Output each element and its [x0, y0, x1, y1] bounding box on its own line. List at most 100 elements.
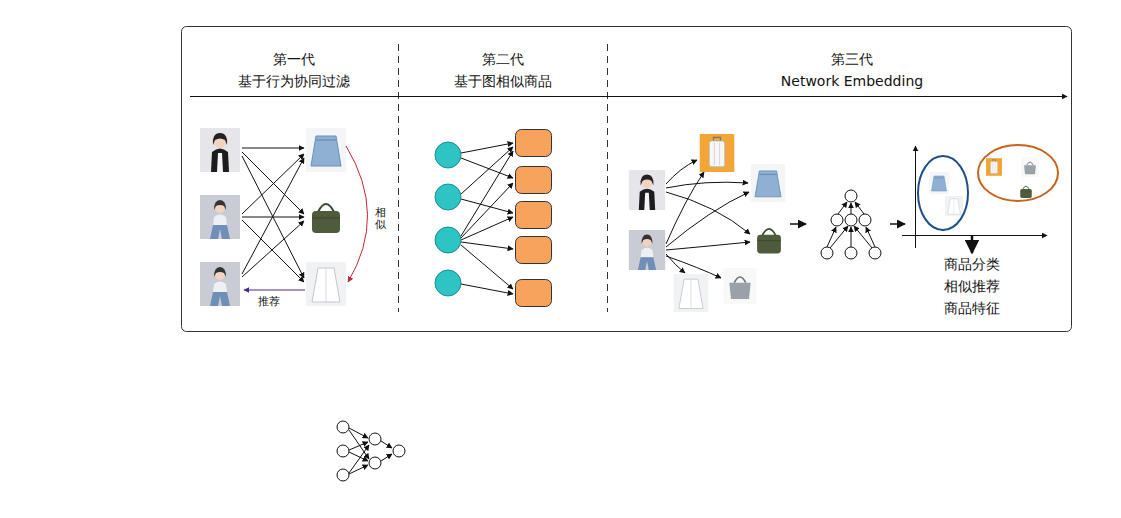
network-icon [838, 202, 847, 214]
product-photo [674, 274, 709, 312]
network-icon [381, 454, 392, 461]
network-icon [851, 227, 852, 247]
user-circle [435, 142, 461, 296]
embedding-arrow [666, 192, 750, 234]
cluster-photo [1021, 157, 1039, 177]
product-photo [724, 268, 757, 304]
network-icon [830, 226, 848, 248]
embedding-arrow [666, 182, 748, 188]
graph-edge [461, 245, 513, 289]
user-circle [435, 227, 461, 253]
network-icon [381, 441, 392, 448]
network-icon [845, 190, 857, 202]
output-label: 商品特征 [944, 300, 1000, 318]
network-icon [349, 428, 368, 438]
user-photo [200, 128, 240, 172]
plot-axis [902, 146, 1047, 253]
item-box [516, 237, 552, 264]
network-icon [827, 227, 836, 247]
product-photo [306, 262, 346, 306]
generation-title: 第一代 [190, 49, 397, 69]
user-photo [200, 128, 240, 306]
cluster-ellipse [978, 145, 1058, 201]
network-icon [821, 247, 833, 259]
similar-label: 相似 [375, 207, 386, 231]
network-icon [349, 465, 368, 474]
network-icon [337, 421, 405, 481]
behavior-arrow [242, 148, 304, 282]
cluster-ellipse [918, 156, 968, 230]
user-circle [435, 270, 461, 296]
generation-title: 第二代 [400, 49, 605, 69]
product-photo [752, 220, 786, 257]
graph-edge [461, 284, 513, 294]
network-icon [845, 247, 857, 259]
network-icon [831, 214, 843, 226]
timeline-arrow [190, 96, 1067, 97]
embedding-arrow [666, 160, 697, 184]
user-circle [435, 184, 461, 210]
behavior-arrow [242, 220, 304, 282]
embedding-arrow [666, 192, 749, 247]
outer-panel [182, 27, 1072, 332]
embedding-arrow [666, 172, 704, 244]
network-icon [369, 457, 381, 469]
embedding-arrow [666, 242, 750, 250]
graph-edge [461, 217, 513, 240]
output-label: 相似推荐 [944, 278, 1000, 296]
similar-arrow [346, 146, 368, 282]
behavior-arrow [242, 221, 304, 277]
generation-band: 第一代基于行为协同过滤 [190, 49, 397, 93]
cluster-photo [945, 196, 963, 216]
network-icon [349, 442, 368, 450]
behavior-arrow [242, 158, 304, 274]
plot-axis [915, 146, 916, 248]
user-photo [200, 195, 240, 239]
behavior-arrow [242, 154, 304, 214]
cluster-photo [929, 172, 949, 194]
network-icon [869, 247, 881, 259]
network-icon [845, 214, 857, 226]
user-photo [200, 262, 240, 306]
item-box [516, 167, 552, 194]
network-icon [337, 421, 349, 433]
product-photo [306, 194, 346, 238]
network-icon [349, 445, 369, 473]
network-icon [866, 227, 875, 247]
cluster-photo [1018, 182, 1034, 200]
output-label: 商品分类 [944, 256, 1000, 274]
item-box [516, 202, 552, 229]
network-icon [859, 214, 871, 226]
network-icon [337, 421, 405, 481]
method-subtitle: Network Embedding [640, 71, 1064, 91]
network-icon [821, 190, 881, 259]
method-subtitle: 基于行为协同过滤 [190, 71, 397, 91]
user-photo [629, 170, 665, 210]
product-photo [306, 128, 346, 172]
graph-edge [461, 151, 513, 236]
product-photo [751, 164, 786, 202]
network-icon [349, 430, 369, 459]
generation-band: 第二代基于图相似商品 [400, 49, 605, 93]
behavior-arrow [242, 156, 304, 278]
item-box [516, 280, 552, 307]
section-divider [607, 44, 608, 312]
generation-band: 第三代Network Embedding [640, 49, 1064, 93]
method-subtitle: 基于图相似商品 [400, 71, 605, 91]
network-icon [854, 226, 872, 248]
cluster-photo [986, 158, 1002, 176]
user-photo [629, 170, 665, 270]
section-divider [398, 44, 399, 312]
network-icon [855, 202, 864, 214]
network-icon [337, 469, 349, 481]
user-circle [435, 142, 461, 168]
graph-edge [461, 242, 513, 249]
user-photo [629, 230, 665, 270]
product-photo [700, 134, 735, 172]
network-icon [369, 433, 381, 445]
network-icon [821, 190, 881, 259]
embedding-arrow [666, 160, 750, 278]
recommend-arrow [244, 290, 305, 291]
graph-edge [461, 158, 513, 178]
